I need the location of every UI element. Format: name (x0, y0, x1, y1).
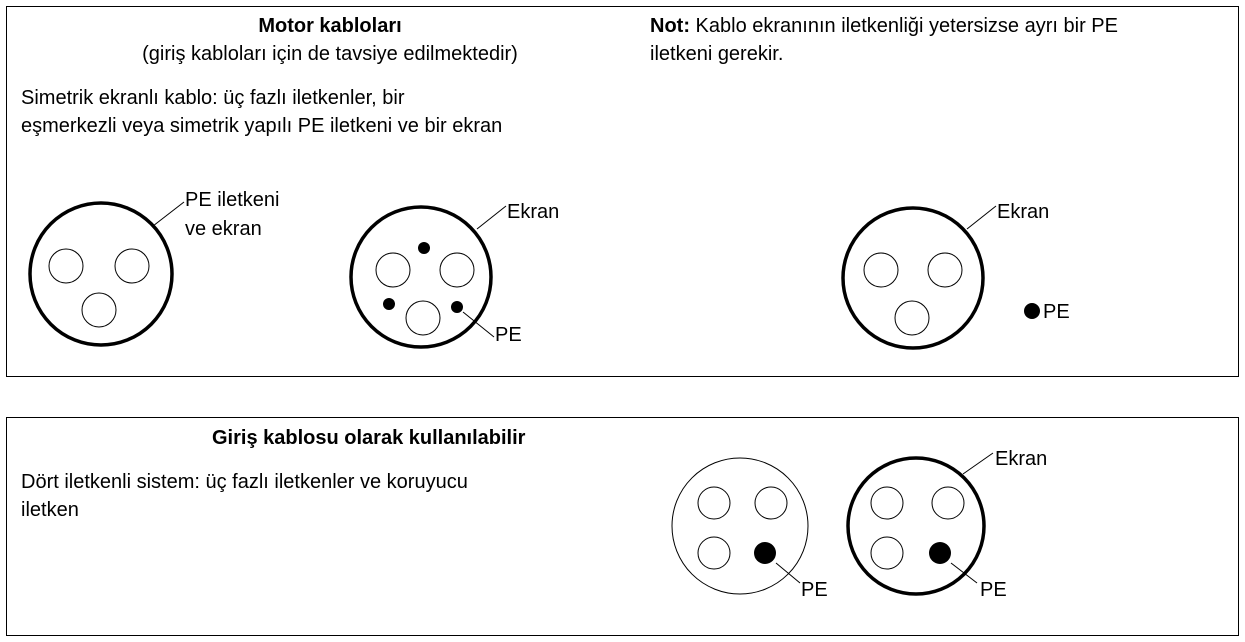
note-text: Kablo ekranının iletkenliği yetersizse a… (689, 15, 1118, 37)
shield-label: Ekran (507, 201, 559, 223)
four-conductor-description-line1: Dört iletkenli sistem: üç fazlı iletkenl… (21, 471, 468, 493)
four-conductor-description-line2: iletken (21, 499, 79, 521)
leader-line (462, 311, 495, 338)
pe-label: PE (1043, 301, 1070, 323)
pe-label: PE (980, 579, 1007, 601)
motor-cables-title: Motor kabloları (258, 15, 402, 37)
cable-concentric-pe-shield: PE iletkeni ve ekran (28, 189, 280, 347)
pe-conductor-and-shield-label-line2: ve ekran (185, 218, 262, 240)
shield-label: Ekran (997, 201, 1049, 223)
phase-conductor (870, 486, 904, 520)
input-cable-panel (6, 417, 1239, 636)
phase-conductor (927, 252, 963, 288)
phase-conductor (375, 252, 411, 288)
motor-cables-subtitle: (giriş kabloları için de tavsiye edilmek… (142, 43, 518, 65)
leader-line (476, 205, 507, 230)
phase-conductor (894, 300, 930, 336)
phase-conductor (697, 536, 731, 570)
cable-four-conductor-unshielded: PE (671, 457, 828, 601)
phase-conductor (81, 292, 117, 328)
phase-conductor (405, 300, 441, 336)
phase-conductor (48, 248, 84, 284)
leader-line (966, 205, 997, 230)
leader-line (962, 452, 994, 475)
cable-outer-shield (28, 201, 174, 347)
separate-pe-conductor (1024, 303, 1040, 319)
pe-label: PE (801, 579, 828, 601)
pe-conductor (418, 242, 430, 254)
cable-symmetrical-pe-shield: Ekran PE (349, 201, 559, 349)
phase-conductor (863, 252, 899, 288)
phase-conductor (439, 252, 475, 288)
note-label: Not: (650, 15, 690, 37)
note-line1: Not: Kablo ekranının iletkenliği yetersi… (650, 13, 1118, 39)
phase-conductor (697, 486, 731, 520)
cable-four-conductor-shielded: Ekran PE (846, 448, 1047, 601)
pe-label: PE (495, 324, 522, 346)
phase-conductor (870, 536, 904, 570)
phase-conductor (114, 248, 150, 284)
cable-outer-sheath (671, 457, 809, 595)
cable-outer-shield (841, 206, 985, 350)
pe-conductor (754, 542, 776, 564)
pe-conductor (451, 301, 463, 313)
pe-conductor (929, 542, 951, 564)
shield-label: Ekran (995, 448, 1047, 470)
input-cable-title: Giriş kablosu olarak kullanılabilir (212, 427, 526, 449)
cable-shield-with-separate-pe: Ekran PE (841, 201, 1070, 350)
leader-line (950, 562, 978, 584)
phase-conductor (754, 486, 788, 520)
leader-line (775, 562, 801, 584)
phase-conductor (931, 486, 965, 520)
cable-outer-shield (846, 456, 986, 596)
leader-line (152, 201, 185, 227)
pe-conductor (383, 298, 395, 310)
note-line2: iletkeni gerekir. (650, 43, 784, 65)
symmetric-cable-description-line2: eşmerkezli veya simetrik yapılı PE iletk… (21, 115, 503, 137)
pe-conductor-and-shield-label-line1: PE iletkeni (185, 189, 280, 211)
cable-outer-shield (349, 205, 493, 349)
symmetric-cable-description-line1: Simetrik ekranlı kablo: üç fazlı iletken… (21, 87, 405, 109)
